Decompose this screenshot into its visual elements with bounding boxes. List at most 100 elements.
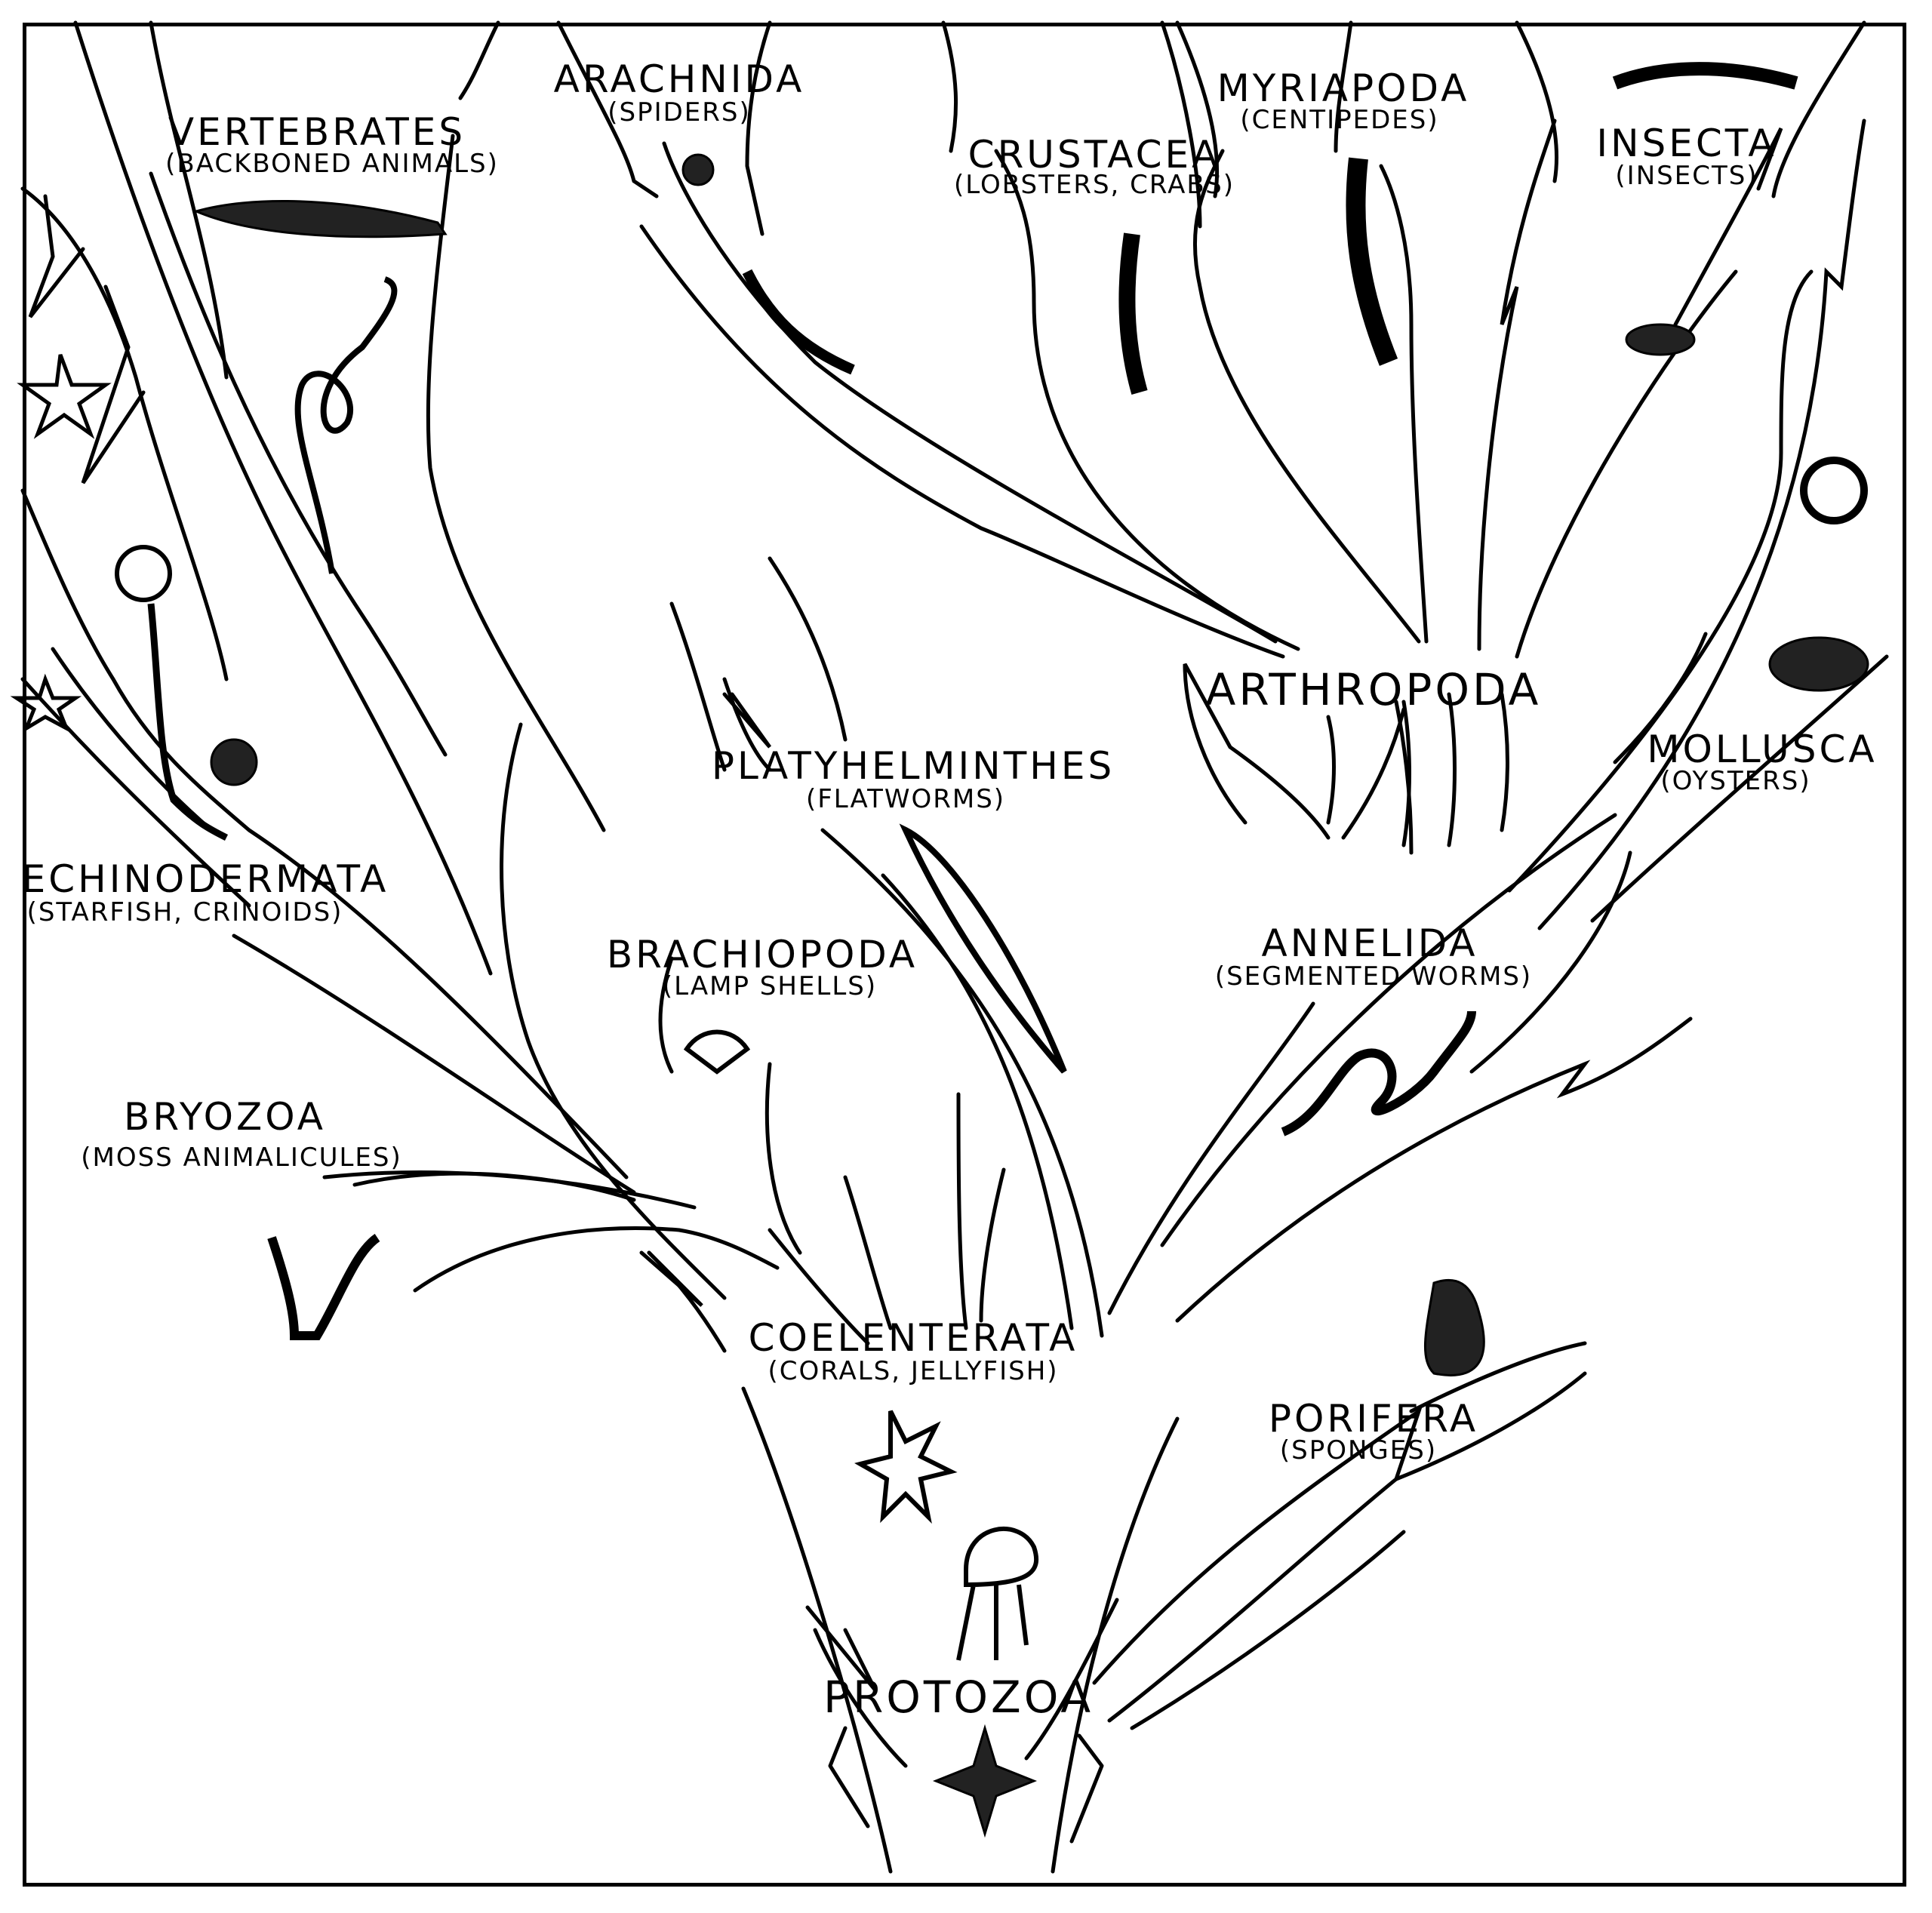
protozoa-branch-right xyxy=(1069,1733,1104,1844)
brach-right xyxy=(764,1062,802,1255)
arachnida-top-2 xyxy=(745,20,772,236)
ant-icon xyxy=(1625,323,1696,356)
bryozoa-common-label: (MOSS ANIMALICULES) xyxy=(81,1143,402,1173)
arachnida-label: ARACHNIDA xyxy=(553,57,805,101)
vertebrates-common-label: (BACKBONED ANIMALS) xyxy=(165,149,499,179)
lobster-icon xyxy=(1118,232,1148,395)
echino-low-2 xyxy=(20,677,251,908)
echino-low xyxy=(20,488,629,1179)
grasshopper-icon xyxy=(1612,62,1798,90)
mollusca-inner xyxy=(1590,654,1889,923)
mollusca-left xyxy=(1507,269,1814,893)
snail-icon xyxy=(1800,457,1868,524)
arthro-right-spike xyxy=(1613,632,1708,764)
porifera-common-label: (SPONGES) xyxy=(1279,1435,1438,1466)
porifera-branch-tip xyxy=(1409,1341,1587,1413)
arthro-crust-2 xyxy=(1192,149,1421,644)
lamp-shell-icon xyxy=(683,1029,751,1075)
brachiopoda-common-label: (LAMP SHELLS) xyxy=(662,971,878,1001)
myria-top xyxy=(1175,20,1220,198)
anne-arthro-top xyxy=(1394,700,1414,855)
coel-stem-4 xyxy=(979,1167,1006,1323)
worm-icon xyxy=(294,276,398,574)
fish-icon xyxy=(192,199,448,238)
arthro-myria-1 xyxy=(1379,164,1429,644)
arthro-vine-left xyxy=(639,224,1285,659)
annelida-outer xyxy=(1160,813,1617,1247)
crinoid-head-icon xyxy=(115,545,172,602)
sponge-icon xyxy=(1423,1278,1485,1376)
protozoa-icon xyxy=(932,1724,1038,1838)
starfish-icon xyxy=(17,354,112,439)
mollusca-main xyxy=(1537,118,1866,930)
coral-icon xyxy=(854,1410,958,1524)
arachnida-common-label: (SPIDERS) xyxy=(608,97,751,128)
vert-top-2 xyxy=(458,20,500,100)
arthro-stem-4 xyxy=(1326,715,1336,825)
vertebrates-label: VERTEBRATES xyxy=(168,110,466,154)
oyster-icon xyxy=(1768,636,1869,692)
centipede-icon xyxy=(1346,157,1398,366)
echinodermata-label: ECHINODERMATA xyxy=(21,857,389,901)
insecta-label: INSECTA xyxy=(1596,121,1777,165)
segmented-worm-icon xyxy=(1281,1010,1476,1136)
arthro-left-spike xyxy=(1183,663,1331,840)
porifera-low xyxy=(1130,1530,1406,1730)
diagram-frame xyxy=(23,23,1906,1887)
platy-stem-3 xyxy=(722,677,772,772)
insecta-top-1 xyxy=(1334,20,1353,153)
protozoa-branch-left xyxy=(828,1726,870,1828)
trunk-inner-right xyxy=(1024,1598,1119,1761)
arachnida-top-1 xyxy=(556,20,659,198)
spider-icon xyxy=(681,153,715,186)
insecta-top-3 xyxy=(1771,20,1866,198)
coel-spike-left xyxy=(639,1250,703,1307)
echino-mid xyxy=(81,284,146,484)
platyhelminthes-common-label: (FLATWORMS) xyxy=(805,784,1006,814)
vert-inner-left xyxy=(73,20,493,976)
arthro-stem-1 xyxy=(1401,700,1411,847)
coel-stem-3 xyxy=(956,1092,968,1330)
porifera-branch xyxy=(1092,1371,1587,1685)
bryozoa-arc xyxy=(352,1171,636,1202)
annelida-common-label: (SEGMENTED WORMS) xyxy=(1214,961,1533,992)
flatworm-icon xyxy=(899,823,1067,1074)
arthro-myria-2 xyxy=(1477,118,1557,651)
arthro-stem-2 xyxy=(1447,692,1457,847)
coelenterata-label: COELENTERATA xyxy=(748,1316,1078,1360)
annelida-label: ANNELIDA xyxy=(1261,921,1478,965)
crinoid-icon xyxy=(147,603,229,841)
insecta-top-2 xyxy=(1515,20,1558,183)
brachiopoda-label: BRACHIOPODA xyxy=(606,933,918,976)
trunk-inner-left xyxy=(813,1628,908,1768)
arthro-insecta xyxy=(1515,269,1738,659)
echinodermata-common-label: (STARFISH, CRINOIDS) xyxy=(26,897,343,927)
brach-left xyxy=(658,956,674,1074)
echino-spike xyxy=(28,194,85,318)
porifera-branch-lower xyxy=(1107,1477,1398,1723)
echino-outer xyxy=(20,186,229,681)
annelida-right xyxy=(1175,1016,1693,1323)
annelida-mid xyxy=(1469,850,1632,1074)
arthro-stem-3 xyxy=(1500,692,1509,832)
bryozoa-label: BRYOZOA xyxy=(124,1095,326,1139)
arthro-crust xyxy=(994,149,1300,651)
arthro-insecta-2 xyxy=(1673,127,1783,327)
insecta-common-label: (INSECTS) xyxy=(1615,161,1758,191)
crustacea-label: CRUSTACEA xyxy=(968,133,1221,177)
vert-top-1 xyxy=(149,20,229,380)
sea-urchin-icon xyxy=(210,738,258,786)
myriapoda-common-label: (CENTIPEDES) xyxy=(1240,105,1439,135)
crust-top-2 xyxy=(1160,20,1202,229)
porifera-label: PORIFERA xyxy=(1268,1397,1479,1441)
protozoa-label: PROTOZOA xyxy=(823,1672,1094,1723)
jellyfish-icon xyxy=(956,1527,1039,1661)
echino-to-trunk xyxy=(232,933,636,1195)
platyhelminthes-label: PLATYHELMINTHES xyxy=(711,744,1115,788)
coel-left-sprig xyxy=(805,1605,878,1692)
crust-top-1 xyxy=(941,20,958,153)
annelida-left xyxy=(1107,1001,1315,1315)
